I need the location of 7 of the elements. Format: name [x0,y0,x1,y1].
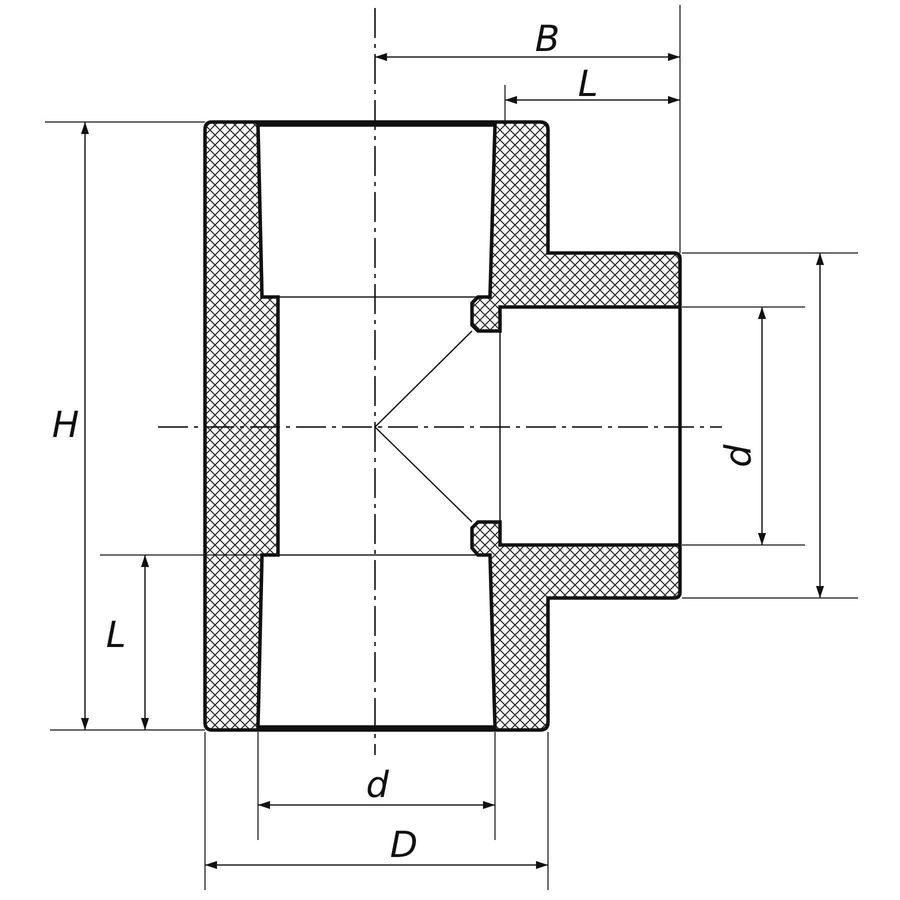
dimension-label: d [721,444,758,468]
dimension-label: d [366,768,389,804]
dimension-label: B [535,22,560,58]
dimension-label: H [52,408,80,444]
dimension-label: L [578,67,598,103]
dimension-label: D [390,828,418,864]
dimension-label: L [106,618,126,654]
